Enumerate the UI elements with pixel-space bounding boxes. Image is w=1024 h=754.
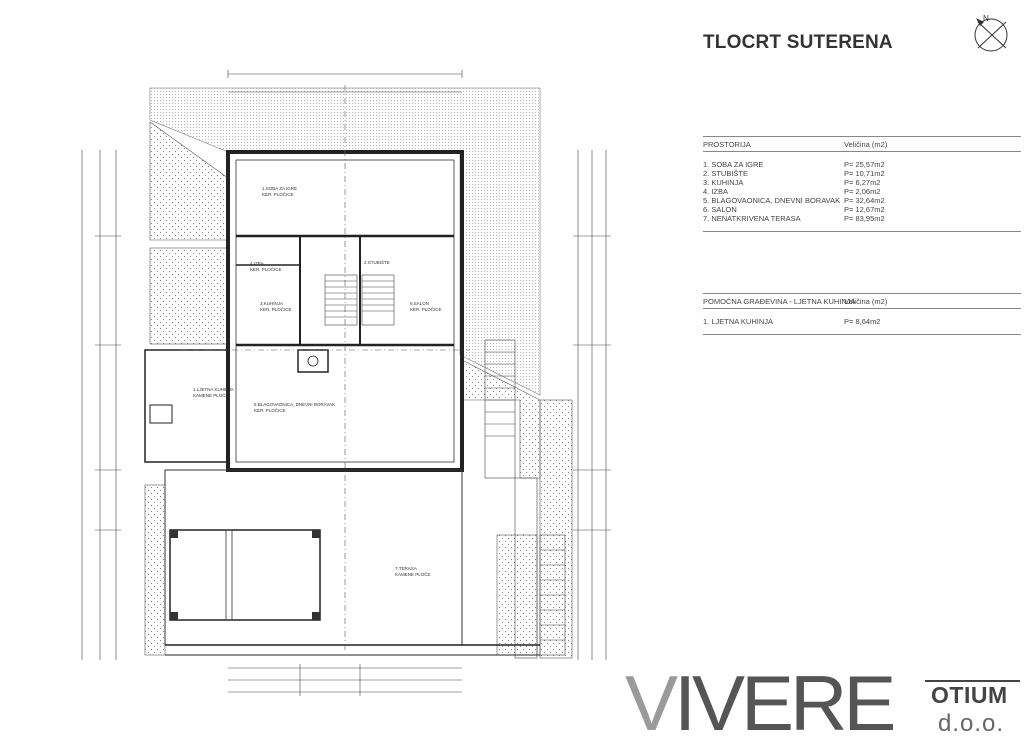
table-divider (703, 334, 1021, 335)
logo-letters: IVERE (673, 659, 896, 747)
room-area: P= 6,27m2 (844, 178, 881, 187)
label-room3: 3.KUHINJA (260, 301, 283, 306)
label-room1: 1.SOBA ZA IGRE (262, 186, 297, 191)
header-area: Veličina (m2) (844, 297, 888, 306)
label-room2: 2.STUBIŠTE (364, 259, 390, 265)
label-room6b: KER. PLOČICE (410, 306, 442, 312)
label-room4: 4.IZBA (250, 261, 264, 266)
room-name: 1. LJETNA KUHINJA (703, 317, 774, 326)
terrain-hatch-left-3 (144, 484, 166, 656)
room-area: P= 2,06m2 (844, 187, 881, 196)
room-area: P= 12,67m2 (844, 205, 885, 214)
logo-suffix: d.o.o. (938, 710, 1005, 737)
room-area: P= 25,57m2 (844, 160, 885, 169)
label-room6: 6.SALON (410, 301, 429, 306)
summer-kitchen-walls (144, 349, 229, 463)
terrain-hatch-right-2 (496, 534, 538, 656)
dimension-lines (81, 70, 611, 696)
table-row: 1. LJETNA KUHINJA P= 8,64m2 (703, 317, 1021, 326)
room-name: 3. KUHINJA (703, 178, 744, 187)
company-logo: VIVERE OTIUM d.o.o. (625, 664, 1020, 748)
room-area: P= 10,71m2 (844, 169, 885, 178)
terrain-hatch-left-2 (149, 247, 229, 345)
table-header: PROSTORIJA Veličina (m2) (703, 136, 1021, 152)
label-room7: 7.TERASA (395, 566, 417, 571)
floor-plan-drawing: 1.SOBA ZA IGRE KER. PLOČICE 2.STUBIŠTE 4… (81, 70, 611, 696)
table-row: 3. KUHINJA P= 6,27m2 (703, 178, 1021, 187)
logo-letter-v: V (625, 659, 678, 747)
label-room5: 5.BLAGOVAONICA, DNEVNI BORAVAK (254, 402, 335, 407)
table-header: POMOĆNA GRAĐEVINA - LJETNA KUHINJA Velič… (703, 293, 1021, 309)
room-name: 1. SOBA ZA IGRE (703, 160, 764, 169)
table-divider (703, 231, 1021, 232)
table-row: 1. SOBA ZA IGRE P= 25,57m2 (703, 160, 1021, 169)
terrain-hatch-right-3 (539, 399, 573, 659)
header-room: PROSTORIJA (703, 140, 751, 149)
room-area: P= 83,95m2 (844, 214, 885, 223)
logo-divider (925, 680, 1020, 740)
label-room4b: KER. PLOČICE (250, 266, 282, 272)
room-area-table: PROSTORIJA Veličina (m2) 1. SOBA ZA IGRE… (703, 136, 1021, 232)
external-stairs (484, 339, 566, 659)
table-row: 2. STUBIŠTE P= 10,71m2 (703, 169, 1021, 178)
label-room7b: KAMENE PLOČE (395, 571, 431, 577)
room-area: P= 8,64m2 (844, 317, 881, 326)
svg-text:N: N (983, 14, 989, 23)
table-row: 7. NENATKRIVENA TERASA P= 83,95m2 (703, 214, 1021, 223)
room-name: 5. BLAGOVAONICA, DNEVNI BORAVAK (703, 196, 841, 205)
header-room: POMOĆNA GRAĐEVINA - LJETNA KUHINJA (703, 297, 856, 306)
logo-wordmark: VIVERE (625, 664, 896, 742)
staircase (324, 274, 395, 326)
table-row: 4. IZBA P= 2,06m2 (703, 187, 1021, 196)
summer-kitchen-table: POMOĆNA GRAĐEVINA - LJETNA KUHINJA Velič… (703, 293, 1021, 335)
north-arrow-icon: N (974, 14, 1008, 52)
label-room1b: KER. PLOČICE (262, 191, 294, 197)
room-name: 2. STUBIŠTE (703, 169, 749, 178)
room-name: 4. IZBA (703, 187, 729, 196)
room-name: 6. SALON (703, 205, 737, 214)
label-room5b: KER. PLOČICE (254, 407, 286, 413)
chimney (297, 349, 329, 373)
logo-company: OTIUM (931, 682, 1008, 708)
page-title: TLOCRT SUTERENA (703, 32, 893, 53)
label-summer1: 1.LJETNA KUHINJA (193, 387, 234, 392)
label-room3b: KER. PLOČICE (260, 306, 292, 312)
room-name: 7. NENATKRIVENA TERASA (703, 214, 801, 223)
header-area: Veličina (m2) (844, 140, 888, 149)
label-summer1b: KAMENE PLOČE (193, 392, 229, 398)
table-row: 6. SALON P= 12,67m2 (703, 205, 1021, 214)
pergola-frame (169, 529, 321, 621)
room-area: P= 32,64m2 (844, 196, 885, 205)
